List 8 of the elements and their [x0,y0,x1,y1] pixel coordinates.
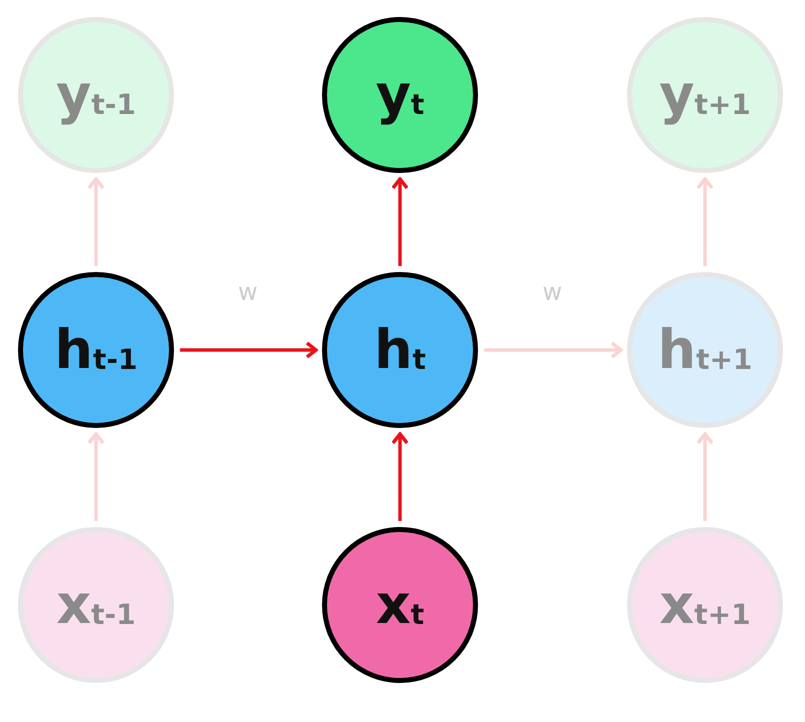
arrow [696,432,714,521]
arrow [180,341,318,359]
arrow [696,177,714,266]
arrow [391,432,409,521]
arrow [484,341,623,359]
arrow [87,177,105,266]
arrow [391,177,409,266]
arrow [87,432,105,521]
